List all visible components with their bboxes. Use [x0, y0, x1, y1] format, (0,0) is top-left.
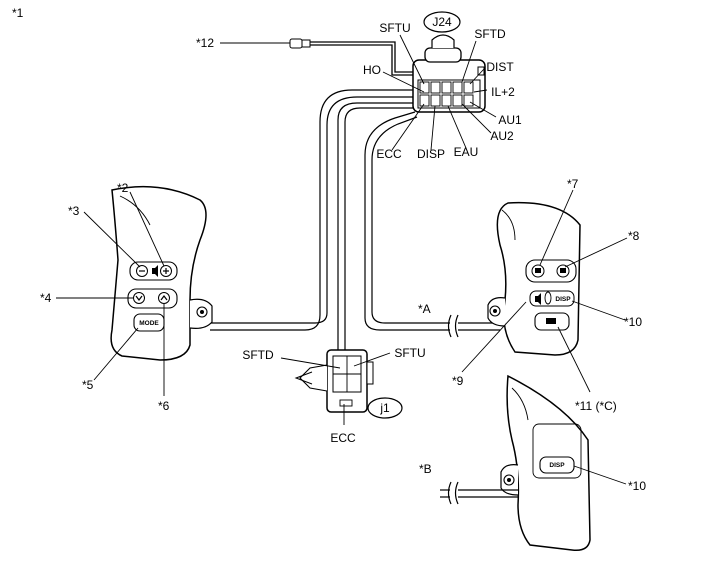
j24-pin-dist: DIST [486, 60, 514, 74]
j24-pin-disp: DISP [417, 147, 445, 161]
callout-10-right: *10 [624, 315, 642, 329]
j1-pin-sftu: SFTU [394, 346, 425, 360]
j24-tag [423, 11, 461, 33]
j24-pin-sftu: SFTU [379, 21, 410, 35]
j24-pin-leaders [382, 34, 497, 151]
j24-pin-sftd: SFTD [474, 27, 506, 41]
callout-5: *5 [82, 378, 94, 392]
j24-pin-eau: EAU [454, 145, 479, 159]
j1-pin-leaders [280, 352, 391, 425]
connector-j1 [294, 349, 374, 413]
harness-left [210, 89, 413, 350]
disp-button-right-label: DISP [555, 296, 571, 303]
j24-pin-au1: AU1 [498, 113, 522, 127]
callout-a: *A [418, 302, 431, 316]
j1-label: j1 [379, 401, 390, 415]
connector-j24 [412, 34, 486, 113]
harness-lead-12 [220, 38, 413, 76]
left-callout-leaders [56, 191, 165, 396]
callout-2: *2 [117, 181, 129, 195]
j24-pin-au2: AU2 [490, 129, 514, 143]
callout-11: *11 (*C) [575, 399, 617, 413]
j1-pin-sftd: SFTD [242, 348, 274, 362]
figure-ref: *1 [12, 6, 24, 20]
callout-9: *9 [452, 374, 464, 388]
right-callout-leaders [461, 189, 628, 393]
callout-3: *3 [68, 204, 80, 218]
callout-b: *B [419, 462, 432, 476]
mode-button-label: MODE [139, 320, 159, 327]
callout-8: *8 [628, 229, 640, 243]
j24-pin-ho: HO [363, 63, 381, 77]
j24-label: J24 [432, 15, 452, 29]
disp-button-lower-label: DISP [549, 462, 565, 469]
j24-pin-ecc: ECC [376, 147, 402, 161]
steering-switch-right [487, 201, 581, 356]
callout-12: *12 [196, 36, 214, 50]
steering-switch-lower [440, 374, 591, 552]
callout-7: *7 [567, 177, 579, 191]
steering-switch-left [110, 185, 213, 361]
callout-10-lower: *10 [628, 479, 646, 493]
j24-pin-il2: IL+2 [491, 85, 515, 99]
lower-callout-leaders [573, 465, 627, 485]
j1-tag [367, 397, 403, 419]
j1-pin-ecc: ECC [330, 431, 356, 445]
callout-4: *4 [40, 291, 52, 305]
harness-right [364, 111, 500, 338]
callout-6: *6 [158, 399, 170, 413]
